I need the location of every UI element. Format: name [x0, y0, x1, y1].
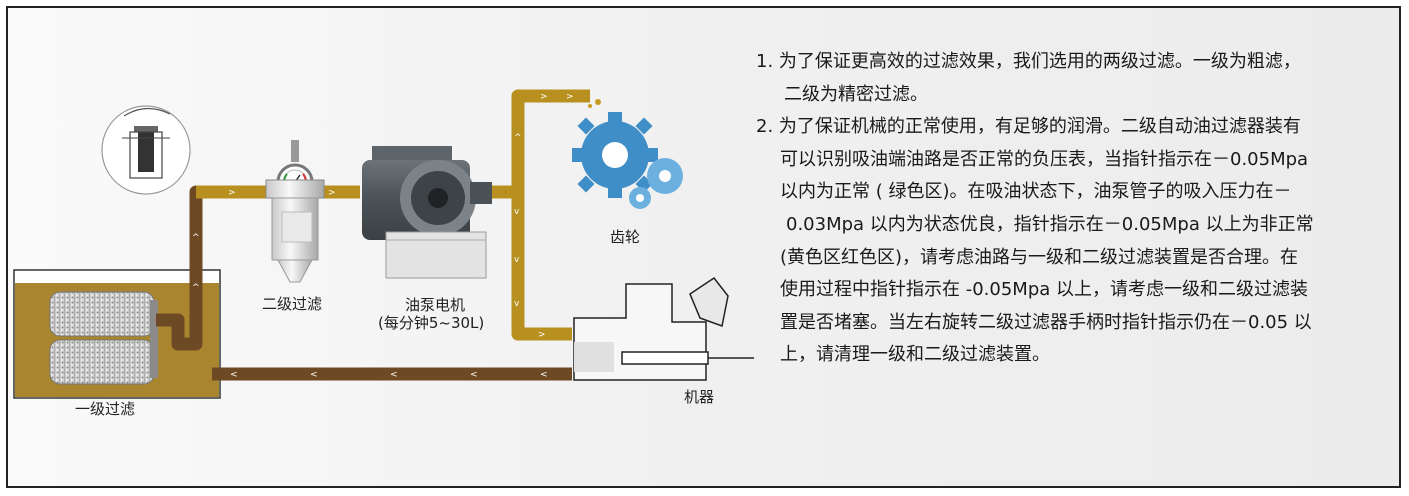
inset-filter-icon	[101, 105, 191, 195]
svg-text:v: v	[514, 299, 520, 309]
svg-text:<: <	[470, 370, 478, 380]
note-line: 上，请清理一级和二级过滤装置。	[780, 344, 1050, 366]
svg-text:<: <	[540, 370, 548, 380]
svg-text:v: v	[514, 207, 520, 217]
label-pump-motor: 油泵电机	[405, 296, 466, 314]
svg-text:>: >	[540, 92, 548, 102]
flow-arrow-icon: > > > > > ^ ^ ^ v v v < < < < <	[192, 92, 574, 380]
svg-text:>: >	[538, 330, 546, 340]
svg-text:>: >	[228, 188, 236, 198]
svg-text:>: >	[328, 188, 336, 198]
svg-text:>: >	[566, 92, 574, 102]
label-secondary-filter: 二级过滤	[262, 295, 323, 313]
notes-panel: 1. 为了保证更高效的过滤效果，我们选用的两级过滤。一级为粗滤， 二级为精密过滤…	[756, 46, 1396, 372]
filter-cartridge-icon	[49, 291, 158, 385]
note-line: 使用过程中指针指示在 -0.05Mpa 以上，请考虑一级和二级过滤装	[780, 279, 1309, 301]
svg-text:<: <	[310, 370, 318, 380]
note-line: 二级为精密过滤。	[784, 83, 928, 105]
label-primary-filter: 一级过滤	[75, 400, 136, 418]
note-line: 2. 为了保证机械的正常使用，有足够的润滑。二级自动油过滤器装有	[756, 116, 1301, 138]
svg-text:v: v	[514, 255, 520, 265]
oil-pump-motor-icon	[362, 146, 492, 279]
note-line: 1. 为了保证更高效的过滤效果，我们选用的两级过滤。一级为粗滤，	[756, 51, 1301, 72]
svg-text:^: ^	[192, 233, 200, 243]
label-machine: 机器	[684, 388, 715, 406]
diagram-frame	[6, 6, 1401, 488]
gear-icon	[572, 99, 683, 209]
label-gear: 齿轮	[610, 228, 641, 246]
note-line: (黄色区红色区)，请考虑油路与一级和二级过滤装置是否合理。在	[780, 246, 1299, 268]
note-line: 以内为正常 ( 绿色区)。在吸油状态下，油泵管子的吸入压力在－	[780, 181, 1292, 203]
note-line: 可以识别吸油端油路是否正常的负压表，当指针指示在－0.05Mpa	[780, 148, 1309, 170]
machine-spindle-icon	[573, 276, 754, 381]
svg-text:^: ^	[192, 283, 200, 293]
svg-text:<: <	[230, 370, 238, 380]
note-line: 0.03Mpa 以内为状态优良，指针指示在－0.05Mpa 以上为非正常	[786, 213, 1314, 235]
note-line: 置是否堵塞。当左右旋转二级过滤器手柄时指针指示仍在－0.05 以	[780, 311, 1312, 333]
secondary-filter	[265, 140, 325, 283]
svg-text:^: ^	[514, 133, 522, 143]
label-pump-flow: (每分钟5~30L)	[378, 314, 485, 332]
svg-text:<: <	[390, 370, 398, 380]
